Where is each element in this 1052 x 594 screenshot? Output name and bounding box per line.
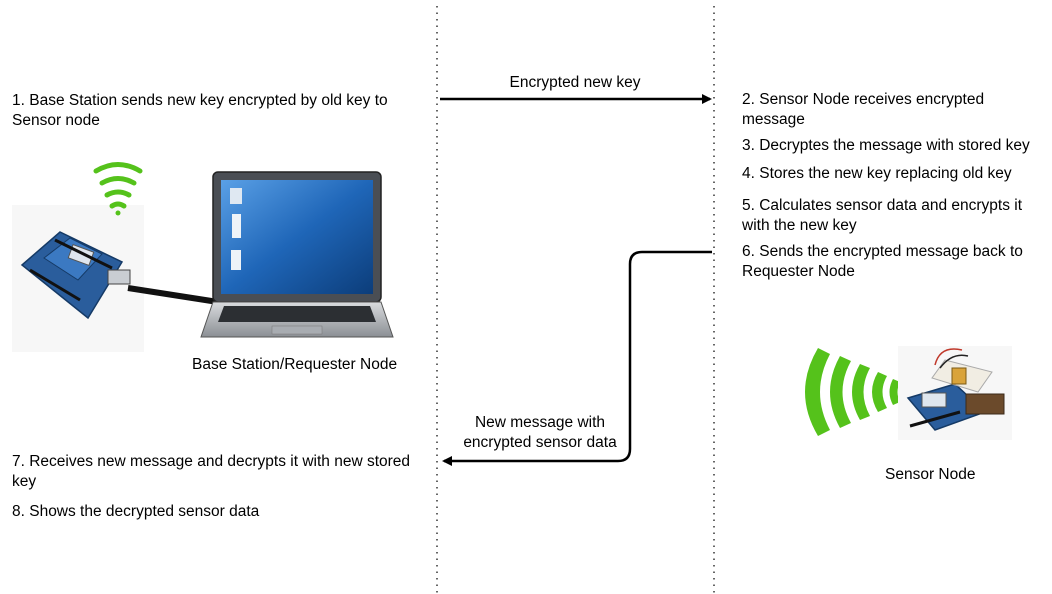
wifi-signal-icon [93, 162, 143, 216]
sensor-node-label: Sensor Node [885, 466, 976, 483]
step-2-text: 2. Sensor Node receives encrypted messag… [742, 91, 985, 128]
step-3-text: 3. Decryptes the message with stored key [742, 137, 1030, 154]
step-6-text: 6. Sends the encrypted message back to R… [742, 243, 1023, 280]
sensor-data-message-label: New message with encrypted sensor data [463, 414, 617, 451]
step-8-text: 8. Shows the decrypted sensor data [12, 503, 260, 520]
step-7-text: 7. Receives new message and decrypts it … [12, 453, 411, 490]
step-5-text: 5. Calculates sensor data and encrypts i… [742, 197, 1023, 234]
laptop-icon [200, 171, 394, 338]
encrypted-key-label: Encrypted new key [509, 74, 641, 91]
base-station-label: Base Station/Requester Node [192, 356, 398, 373]
usb-cable [127, 285, 219, 305]
arrow-to-base [442, 250, 712, 466]
sensor-signal-icon [805, 348, 900, 436]
sensor-board-icon [898, 346, 1012, 440]
step-4-text: 4. Stores the new key replacing old key [742, 165, 1012, 182]
arduino-board-icon [12, 205, 144, 352]
step-1-text: 1. Base Station sends new key encrypted … [12, 92, 388, 129]
